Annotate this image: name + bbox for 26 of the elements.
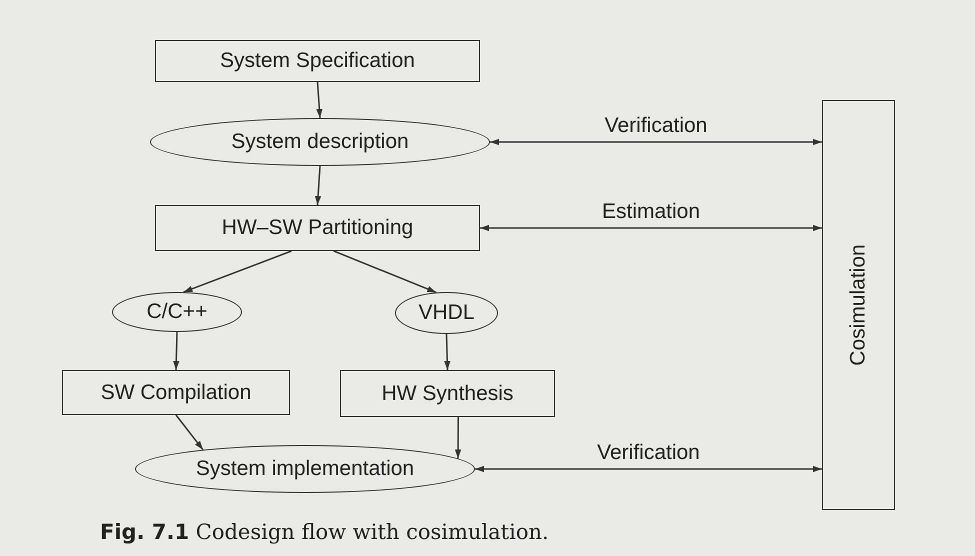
- process-box: [155, 205, 480, 251]
- process-box: [340, 370, 555, 417]
- node-label: HW Synthesis: [382, 382, 514, 406]
- arrow: [444, 334, 450, 370]
- node-label: VHDL: [418, 301, 475, 325]
- arrow: [333, 250, 436, 294]
- figure-caption: Fig. 7.1 Codesign flow with cosimulation.: [100, 520, 549, 544]
- node-label: System Specification: [220, 49, 415, 73]
- node-label: C/C++: [146, 300, 208, 324]
- arrow: [480, 224, 822, 232]
- arrow: [183, 250, 292, 293]
- process-box: [155, 40, 480, 82]
- arrow: [454, 417, 462, 459]
- arrow: [173, 332, 180, 370]
- arrow: [475, 466, 822, 472]
- node-label: System implementation: [196, 457, 414, 481]
- tall-process-box: [822, 100, 895, 510]
- node-label: HW–SW Partitioning: [222, 216, 414, 240]
- arrow: [316, 82, 323, 118]
- arrow: [175, 414, 204, 450]
- node-label: System description: [231, 130, 409, 154]
- node-label: Cosimulation: [846, 244, 870, 366]
- arrow: [490, 138, 822, 146]
- process-box: [62, 370, 290, 415]
- arrow: [314, 166, 322, 206]
- node-label: SW Compilation: [100, 380, 252, 404]
